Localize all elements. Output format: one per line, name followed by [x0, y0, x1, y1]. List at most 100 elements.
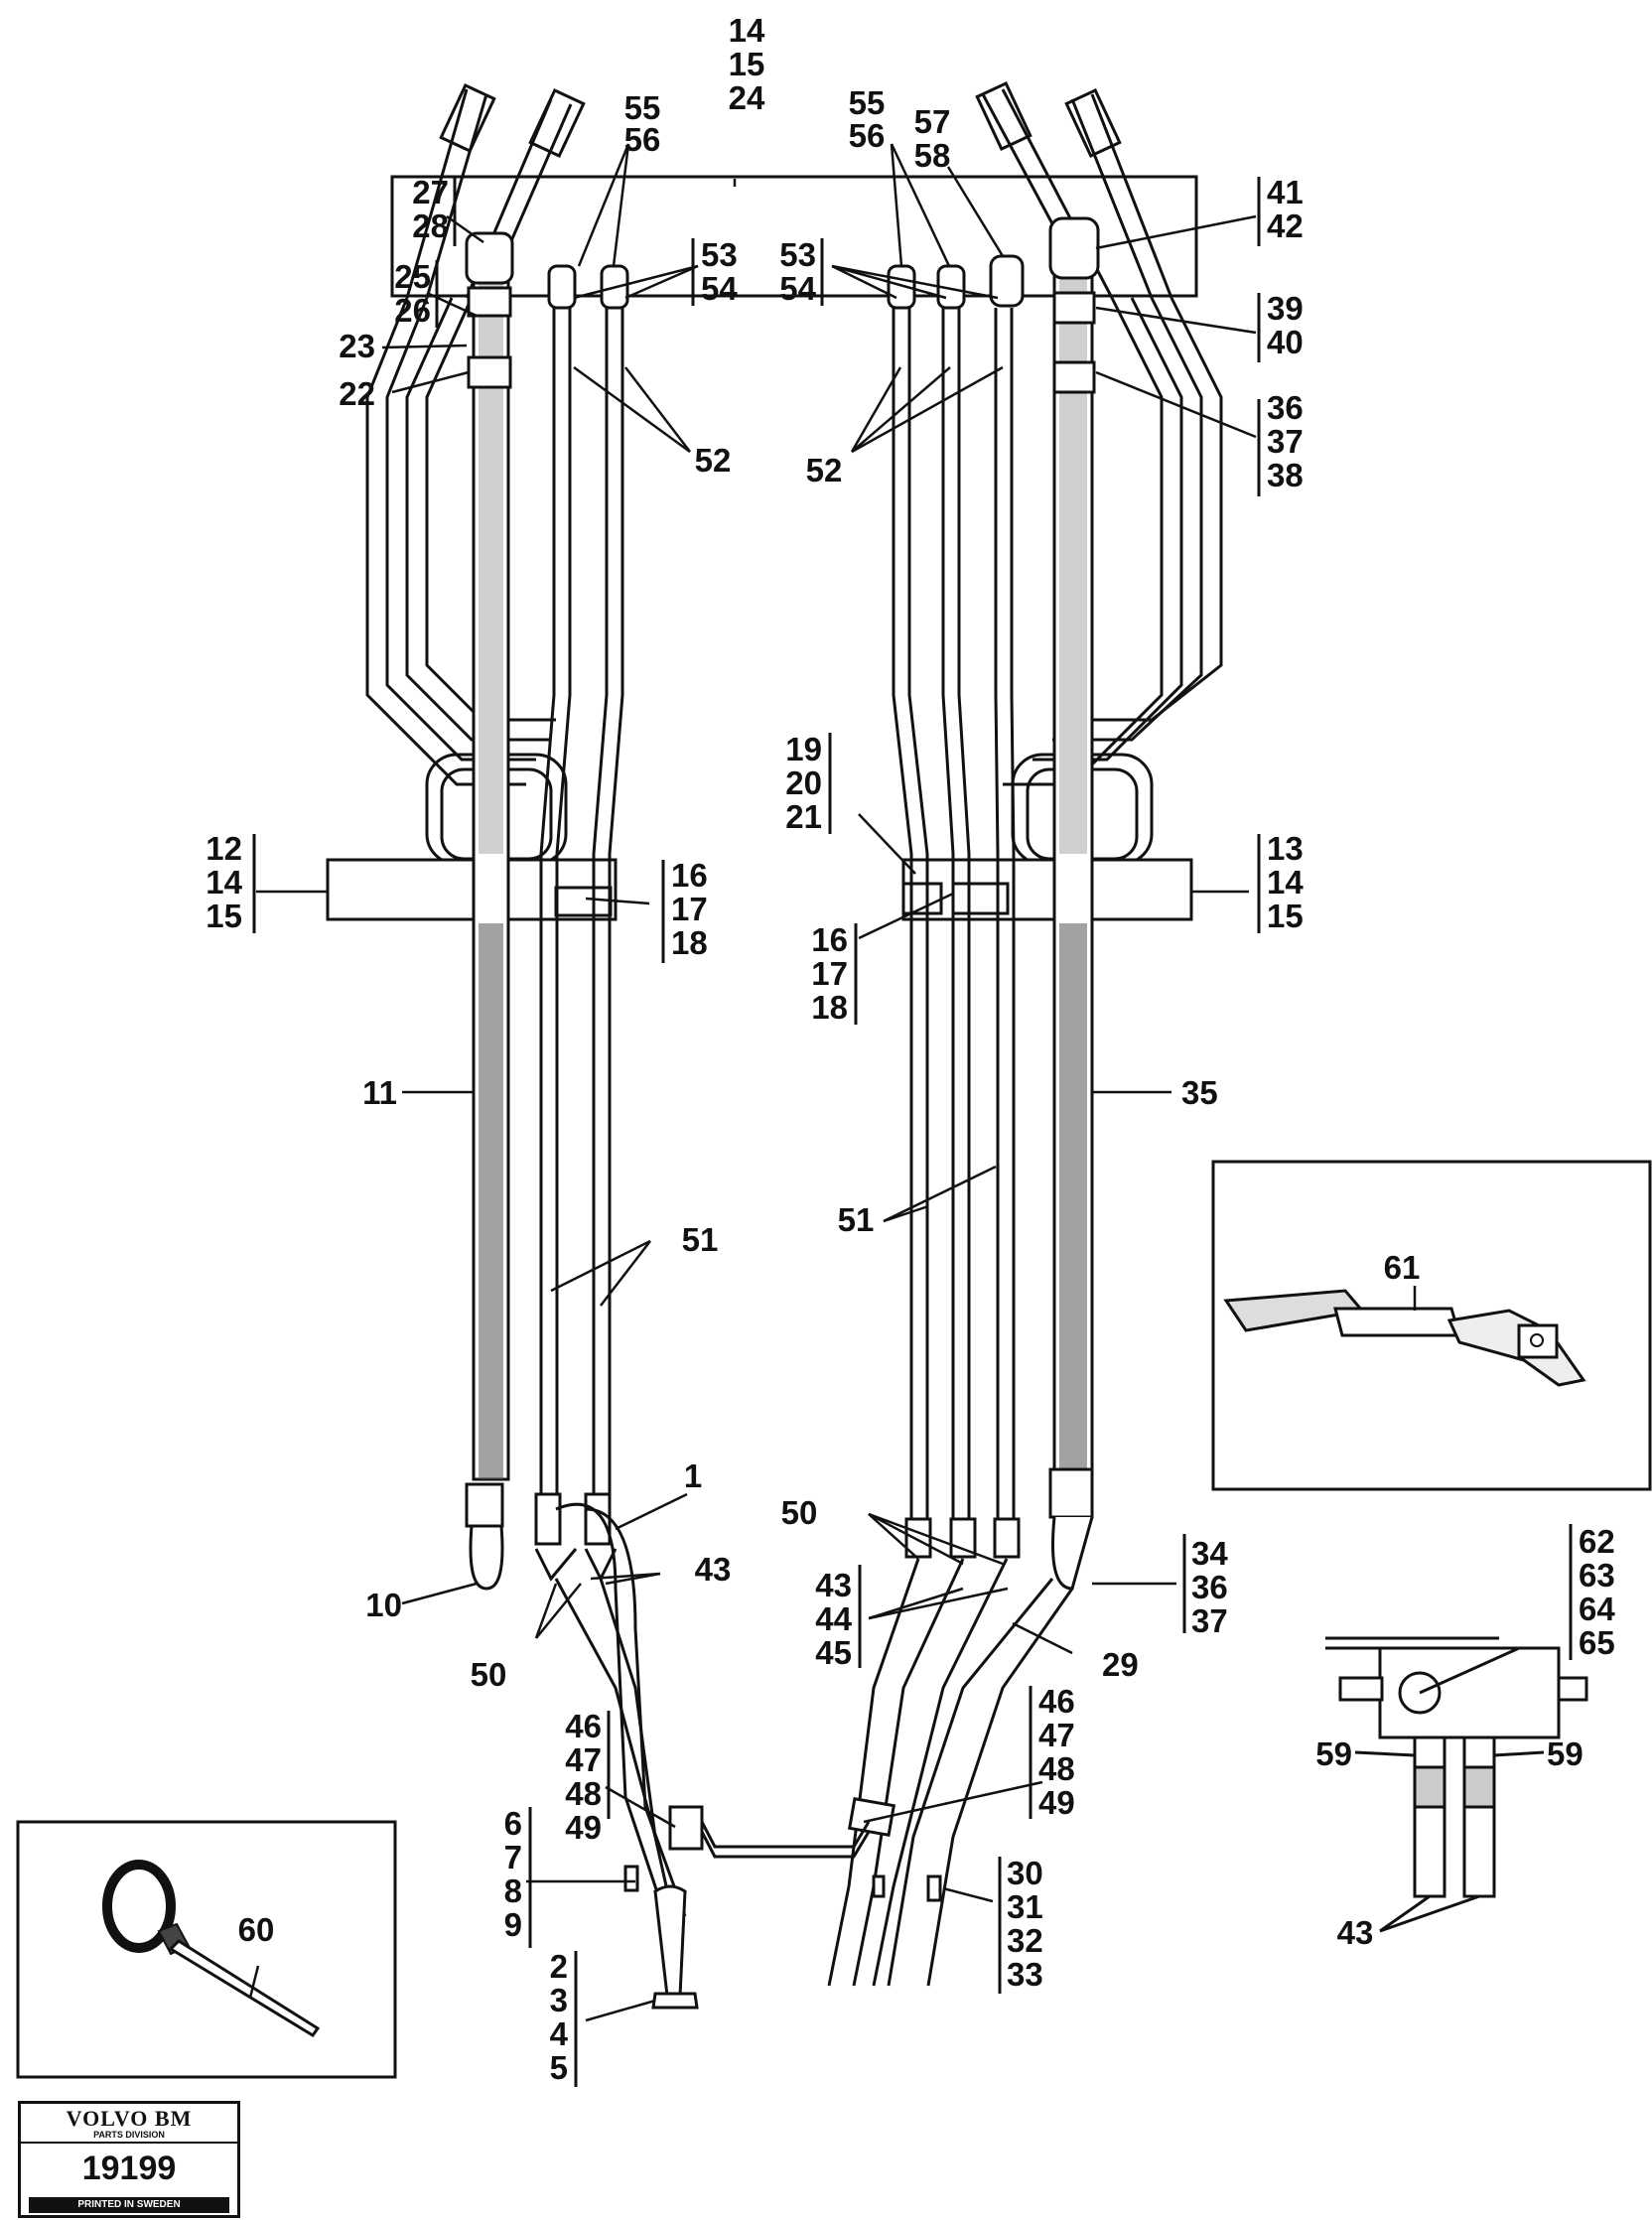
label-16: 16 — [811, 921, 848, 958]
label-49: 49 — [565, 1809, 602, 1846]
label-4: 4 — [550, 2015, 569, 2052]
right-outer-pipes — [1003, 297, 1223, 866]
label-25: 25 — [394, 258, 431, 295]
stud-bolt — [651, 1884, 699, 2010]
label-43: 43 — [1337, 1914, 1374, 1951]
label-31: 31 — [1007, 1888, 1043, 1925]
right-thin-hoses — [827, 254, 1074, 1987]
label-1: 1 — [684, 1457, 702, 1494]
label-43: 43 — [695, 1551, 732, 1588]
label-18: 18 — [671, 924, 708, 961]
label-6: 6 — [504, 1805, 522, 1842]
label-45: 45 — [815, 1634, 852, 1671]
label-28: 28 — [412, 208, 449, 244]
drawing-number: 19199 — [81, 2150, 177, 2187]
label-36: 36 — [1191, 1569, 1228, 1605]
valve-block-detail — [1325, 1636, 1588, 1933]
label-12: 12 — [206, 830, 242, 867]
top-manifold-plate — [390, 175, 1198, 298]
label-37: 37 — [1191, 1602, 1228, 1639]
label-57: 57 — [914, 103, 951, 140]
lower-cross-strap — [700, 1821, 871, 1859]
label-11: 11 — [362, 1074, 397, 1111]
label-59: 59 — [1547, 1735, 1583, 1772]
label-37: 37 — [1267, 423, 1304, 460]
label-20: 20 — [785, 764, 822, 801]
label-10: 10 — [365, 1587, 402, 1623]
right-main-hose — [1048, 216, 1100, 1591]
label-13: 13 — [1267, 830, 1304, 867]
label-15: 15 — [1267, 898, 1304, 934]
label-42: 42 — [1267, 208, 1304, 244]
label-49: 49 — [1038, 1784, 1075, 1821]
left-thin-hoses — [534, 264, 704, 1927]
inset-clamp-detail — [1211, 1160, 1652, 1491]
logo-brand: VOLVO BM — [66, 2106, 193, 2131]
label-40: 40 — [1267, 324, 1304, 360]
part-number-labels: 14 15 24 55 56 55 56 57 58 27 28 25 26 2… — [206, 12, 1615, 2086]
label-56: 56 — [849, 117, 886, 154]
label-61: 61 — [1384, 1249, 1421, 1286]
label-14: 14 — [729, 12, 765, 49]
label-29: 29 — [1102, 1646, 1139, 1683]
label-53: 53 — [779, 236, 816, 273]
label-27: 27 — [412, 174, 449, 210]
label-9: 9 — [504, 1906, 522, 1943]
label-35: 35 — [1181, 1074, 1218, 1111]
label-17: 17 — [811, 955, 848, 992]
label-48: 48 — [565, 1775, 602, 1812]
label-43: 43 — [815, 1567, 852, 1603]
label-33: 33 — [1007, 1956, 1043, 1993]
label-51: 51 — [682, 1221, 719, 1258]
label-63: 63 — [1579, 1557, 1615, 1594]
label-52: 52 — [806, 452, 843, 488]
label-54: 54 — [701, 270, 738, 307]
label-62: 62 — [1579, 1523, 1615, 1560]
label-30: 30 — [1007, 1855, 1043, 1891]
printed-in-label: PRINTED IN SWEDEN — [29, 2197, 229, 2213]
label-5: 5 — [550, 2049, 568, 2086]
label-24: 24 — [729, 79, 765, 116]
label-47: 47 — [1038, 1717, 1075, 1753]
label-26: 26 — [394, 292, 431, 329]
label-59: 59 — [1315, 1735, 1352, 1772]
label-41: 41 — [1267, 174, 1304, 210]
label-50: 50 — [781, 1494, 818, 1531]
label-58: 58 — [914, 137, 951, 174]
label-3: 3 — [550, 1982, 568, 2018]
label-2: 2 — [550, 1948, 568, 1985]
label-54: 54 — [779, 270, 816, 307]
label-7: 7 — [504, 1839, 522, 1875]
label-14: 14 — [1267, 864, 1304, 901]
label-21: 21 — [785, 798, 822, 835]
label-56: 56 — [624, 121, 661, 158]
label-52: 52 — [695, 442, 732, 479]
label-65: 65 — [1579, 1624, 1615, 1661]
label-60: 60 — [238, 1911, 275, 1948]
label-15: 15 — [729, 46, 765, 82]
label-14: 14 — [206, 864, 242, 901]
logo-division: PARTS DIVISION — [21, 2130, 237, 2144]
left-clamp-plate — [326, 858, 618, 921]
label-bracket-bars — [252, 177, 1573, 2087]
label-46: 46 — [565, 1708, 602, 1744]
inset-cable-tie-detail — [16, 1820, 397, 2079]
label-47: 47 — [565, 1741, 602, 1778]
volvo-bm-parts-logo: VOLVO BM PARTS DIVISION 19199 PRINTED IN… — [18, 2101, 240, 2218]
label-50: 50 — [471, 1656, 507, 1693]
label-48: 48 — [1038, 1750, 1075, 1787]
label-17: 17 — [671, 891, 708, 927]
label-19: 19 — [785, 731, 822, 767]
label-55: 55 — [849, 84, 886, 121]
left-main-hose — [465, 231, 514, 1591]
label-55: 55 — [624, 89, 661, 126]
label-16: 16 — [671, 857, 708, 894]
label-32: 32 — [1007, 1922, 1043, 1959]
label-8: 8 — [504, 1873, 522, 1909]
label-44: 44 — [815, 1600, 852, 1637]
leader-lines — [256, 143, 1257, 2022]
label-51: 51 — [838, 1201, 875, 1238]
label-23: 23 — [339, 328, 375, 364]
label-64: 64 — [1579, 1591, 1615, 1627]
